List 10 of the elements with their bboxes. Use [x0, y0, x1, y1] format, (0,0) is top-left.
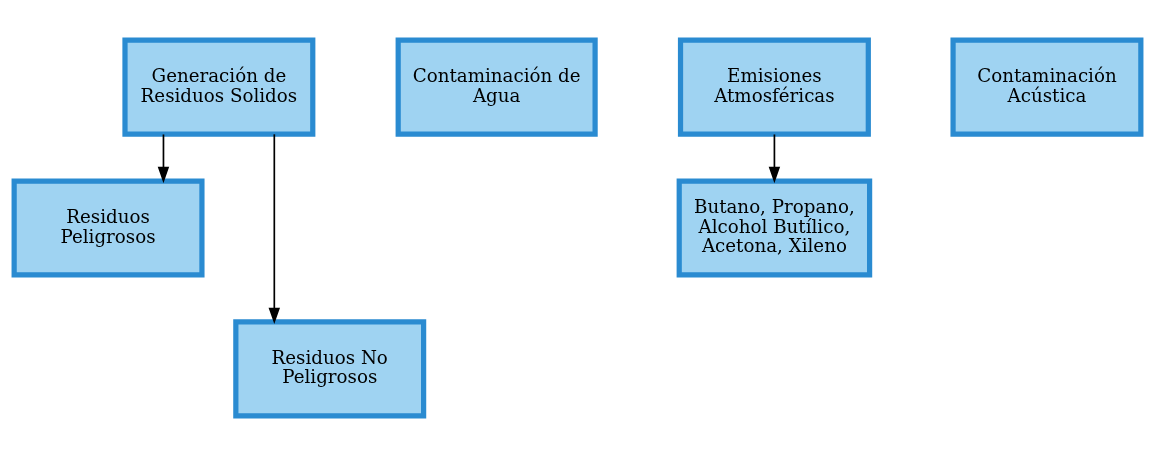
arrow [268, 133, 281, 325]
node-box: Contaminación de Agua [395, 37, 598, 137]
node-box: Contaminación Acústica [950, 37, 1144, 137]
node-box: Emisiones Atmosféricas [677, 37, 871, 137]
arrow [768, 133, 781, 184]
node-box: Butano, Propano, Alcohol Butílico, Acetona, Xileno [676, 178, 873, 278]
arrow [157, 133, 170, 184]
node-box: Generación de Residuos Solidos [122, 37, 316, 137]
node-box: Residuos Peligrosos [11, 178, 205, 278]
node-box: Residuos No Peligrosos [233, 319, 427, 419]
